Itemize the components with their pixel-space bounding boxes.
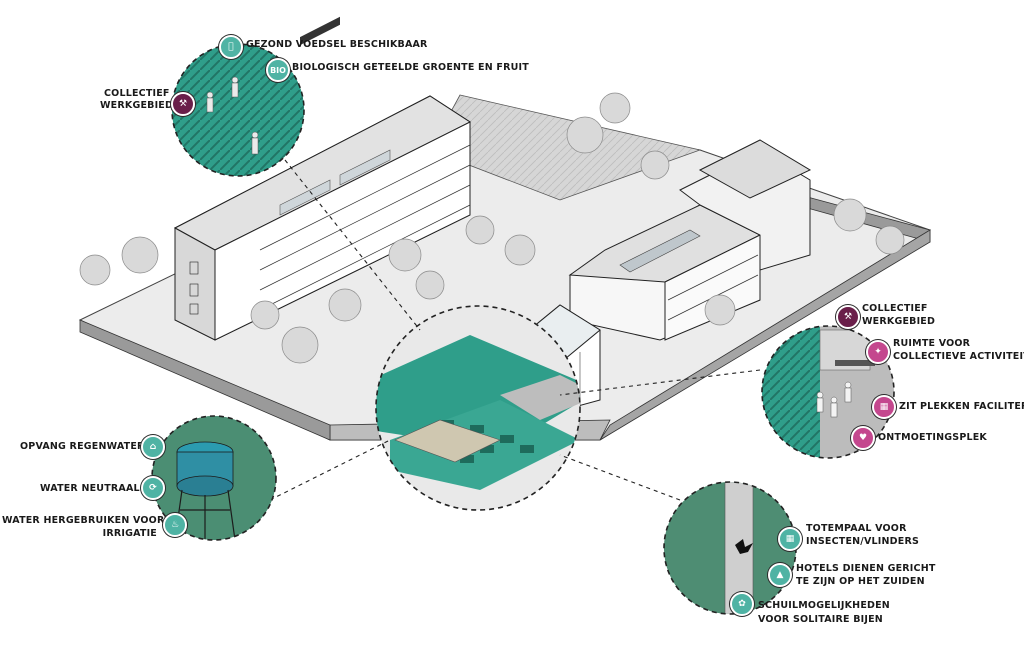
label-hergebruik-line2: IRRIGATIE bbox=[102, 528, 157, 539]
label-biologisch: BIOLOGISCH GETEELDE GROENTE EN FRUIT bbox=[292, 62, 529, 73]
label-hotels-line2: TE ZIJN OP HET ZUIDEN bbox=[796, 576, 925, 587]
leader-lines bbox=[269, 159, 761, 501]
person-jumping-icon: ✦ bbox=[866, 340, 890, 364]
label-zit-plekken: ZIT PLEKKEN FACILITEREN bbox=[899, 401, 1024, 412]
water-house-icon: ⌂ bbox=[141, 435, 165, 459]
label-totempaal-line1: TOTEMPAAL VOOR bbox=[806, 523, 907, 534]
insect-hotel-icon: ▦ bbox=[778, 527, 802, 551]
label-hotels-line1: HOTELS DIENEN GERICHT bbox=[796, 563, 936, 574]
compass-icon: ▲ bbox=[768, 563, 792, 587]
label-ontmoetingsplek: ONTMOETINGSPLEK bbox=[878, 432, 987, 443]
label-collectief-line1-right: COLLECTIEF bbox=[862, 303, 928, 314]
trees bbox=[79, 92, 905, 364]
callout-circle-insect-hotel bbox=[663, 481, 797, 615]
label-collectief-line2-right: WERKGEBIED bbox=[862, 316, 936, 327]
label-gezond-voedsel: GEZOND VOEDSEL BESCHIKBAAR bbox=[246, 39, 428, 50]
apartment-block-left bbox=[173, 16, 472, 341]
callout-circle-water-tower bbox=[151, 415, 277, 541]
label-collectief-line2-left: WERKGEBIED bbox=[100, 100, 174, 111]
label-ruimte-line2: COLLECTIEVE ACTIVITEIT bbox=[893, 351, 1024, 362]
label-totempaal-line2: INSECTEN/VLINDERS bbox=[806, 536, 920, 547]
label-schuil-line1: SCHUILMOGELIJKHEDEN bbox=[758, 600, 890, 611]
label-collectief-line1-left: COLLECTIEF bbox=[104, 88, 170, 99]
trowel-icon: ⚒ bbox=[836, 305, 860, 329]
label-schuil-line2: VOOR SOLITAIRE BIJEN bbox=[758, 614, 883, 625]
label-hergebruik-line1: WATER HERGEBRUIKEN VOOR bbox=[2, 515, 165, 526]
bio-badge: BIO bbox=[266, 58, 290, 82]
label-ruimte-line1: RUIMTE VOOR bbox=[893, 338, 971, 349]
recycle-icon: ⟳ bbox=[141, 476, 165, 500]
apple-icon:  bbox=[219, 35, 243, 59]
picnic-table-icon: ▦ bbox=[872, 395, 896, 419]
bee-icon: ✿ bbox=[730, 592, 754, 616]
heart-icon: ♥ bbox=[851, 426, 875, 450]
shovel-icon: ⚒ bbox=[171, 92, 195, 116]
watering-can-icon: ♨ bbox=[163, 513, 187, 537]
center-detail-circle bbox=[375, 305, 581, 511]
label-water-neutraal: WATER NEUTRAAL bbox=[40, 483, 140, 494]
label-opvang-regenwater: OPVANG REGENWATER bbox=[20, 441, 145, 452]
